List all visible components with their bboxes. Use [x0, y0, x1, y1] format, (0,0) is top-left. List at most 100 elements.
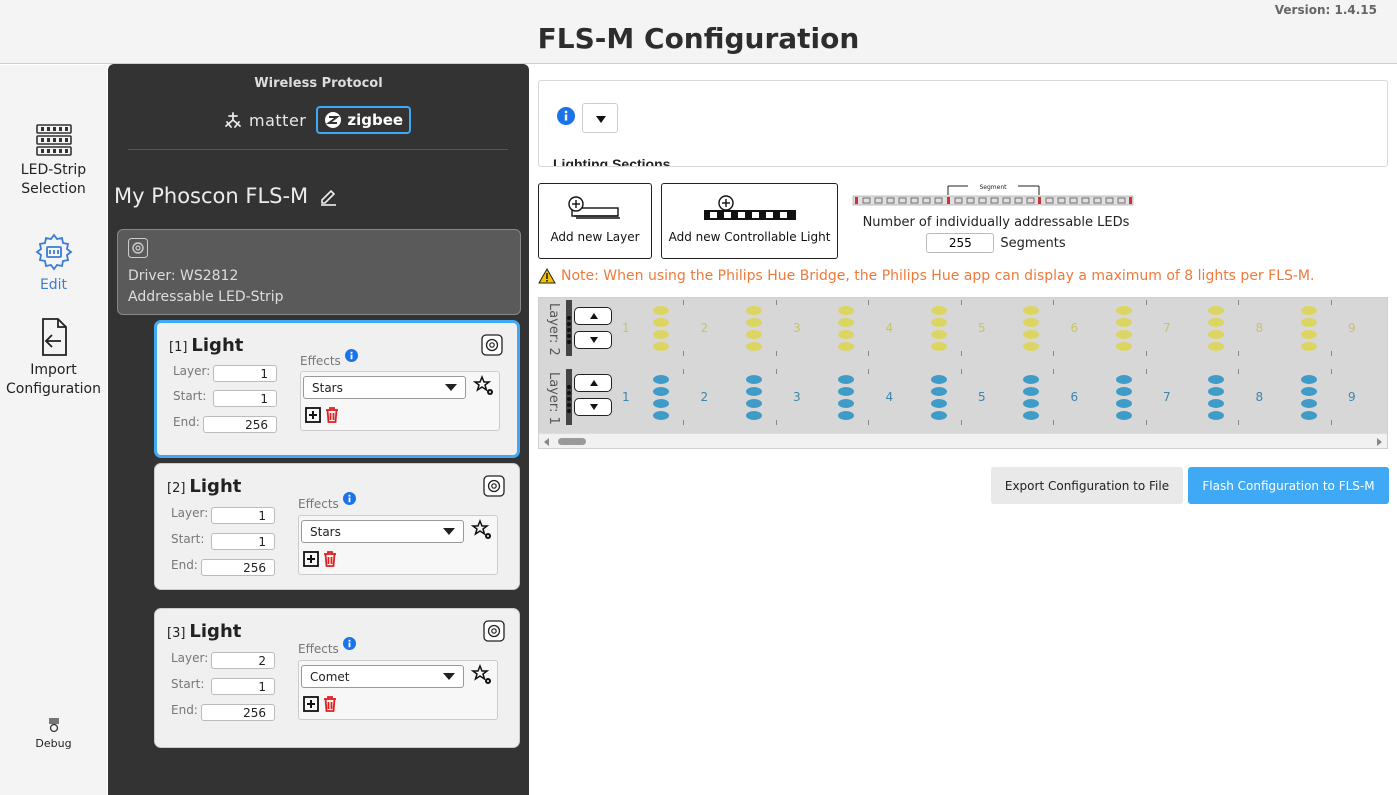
- driver-line: Driver: WS2812: [128, 268, 239, 284]
- end-input[interactable]: [201, 704, 275, 721]
- light-card[interactable]: [2]Light Layer: Start: End: Effects Star…: [154, 463, 520, 590]
- layer-label: Layer: 1: [546, 371, 561, 425]
- add-layer-button[interactable]: Add new Layer: [538, 183, 652, 259]
- delete-trash-icon[interactable]: [323, 696, 337, 712]
- nav-item-led-strip-selection[interactable]: LED-Strip Selection: [0, 123, 107, 199]
- segment-number: 4: [885, 321, 894, 335]
- horizontal-scrollbar[interactable]: [539, 433, 1387, 448]
- effect-settings-star-icon[interactable]: [473, 375, 495, 397]
- rename-pencil-icon[interactable]: [318, 186, 338, 206]
- effects-text: Effects: [298, 642, 339, 656]
- light-card[interactable]: [3]Light Layer: Start: End: Effects Come…: [154, 608, 520, 748]
- segment-tick: [868, 351, 869, 356]
- nav-item-edit[interactable]: Edit: [0, 232, 107, 295]
- sections-dropdown-button[interactable]: [582, 103, 618, 133]
- segment-number: 2: [700, 321, 709, 335]
- segment-tick: [1053, 351, 1054, 356]
- segments-input[interactable]: [926, 233, 995, 253]
- layer-label: Layer: 2: [546, 302, 561, 356]
- nav-item-debug[interactable]: Debug: [0, 717, 107, 753]
- info-icon[interactable]: [342, 492, 356, 505]
- segment-number: 8: [1255, 321, 1264, 335]
- effect-select[interactable]: Stars: [301, 520, 464, 543]
- start-label: Start:: [173, 389, 207, 403]
- protocol-selector: matter zigbee: [223, 104, 412, 136]
- driver-settings-gear-icon[interactable]: [128, 238, 148, 258]
- light-card[interactable]: [1]Light Layer: Start: End: Effects Star…: [154, 320, 520, 458]
- page-title: FLS-M Configuration: [537, 22, 860, 55]
- start-input[interactable]: [211, 678, 275, 695]
- info-icon[interactable]: [342, 637, 356, 650]
- effects-label: Effects: [298, 492, 356, 511]
- layer-input[interactable]: [211, 652, 275, 669]
- end-label: End:: [171, 703, 198, 717]
- config-panel: Wireless Protocol matter zigbee My Phosc…: [108, 64, 529, 795]
- move-layer-down-button[interactable]: [574, 398, 612, 416]
- light-settings-gear-icon[interactable]: [481, 334, 503, 356]
- segment-number: 6: [1070, 321, 1079, 335]
- edit-gear-icon: [35, 233, 72, 271]
- add-layer-icon: [568, 196, 620, 219]
- segment-tick: [775, 351, 777, 356]
- add-effect-icon[interactable]: [303, 551, 319, 567]
- start-input[interactable]: [211, 533, 275, 550]
- delete-trash-icon[interactable]: [323, 551, 337, 567]
- move-layer-up-button[interactable]: [574, 307, 612, 325]
- end-input[interactable]: [203, 416, 277, 433]
- effect-select[interactable]: Stars: [303, 376, 466, 399]
- info-icon[interactable]: [344, 349, 358, 362]
- flash-configuration-button[interactable]: Flash Configuration to FLS-M: [1188, 467, 1389, 504]
- start-input[interactable]: [213, 390, 277, 407]
- segment-tick: [1238, 300, 1239, 305]
- scroll-right-arrow-icon[interactable]: [1377, 438, 1382, 446]
- chevron-down-icon: [596, 116, 606, 123]
- segment-caption: Segment: [980, 184, 1008, 191]
- move-layer-up-button[interactable]: [574, 374, 612, 392]
- info-icon[interactable]: [557, 107, 575, 125]
- segment-tick: [1330, 369, 1332, 374]
- lighting-sections-title: Lighting Sections: [553, 156, 671, 167]
- light-title: Light: [191, 335, 244, 356]
- light-settings-gear-icon[interactable]: [483, 475, 505, 497]
- light-settings-gear-icon[interactable]: [483, 620, 505, 642]
- protocol-zigbee-option[interactable]: zigbee: [316, 106, 412, 134]
- effect-settings-star-icon[interactable]: [471, 664, 493, 686]
- segment-number: 7: [1163, 390, 1171, 404]
- protocol-zigbee-label: zigbee: [347, 111, 404, 129]
- add-controllable-light-button[interactable]: Add new Controllable Light: [661, 183, 838, 259]
- add-effect-icon[interactable]: [303, 696, 319, 712]
- segment-number: 9: [1348, 321, 1356, 335]
- delete-trash-icon[interactable]: [325, 407, 339, 423]
- lane-strip: [566, 369, 572, 425]
- segment-tick: [1053, 300, 1054, 305]
- effects-text: Effects: [298, 497, 339, 511]
- scroll-thumb[interactable]: [558, 438, 586, 445]
- segment-tick: [1330, 420, 1332, 425]
- lane-strip: [566, 300, 572, 356]
- add-light-label: Add new Controllable Light: [668, 230, 831, 244]
- lighting-sections-box: Lighting Sections: [538, 80, 1388, 167]
- nav-label: Import: [30, 362, 77, 378]
- move-layer-down-button[interactable]: [574, 331, 612, 349]
- scroll-left-arrow-icon[interactable]: [544, 438, 549, 446]
- driver-box[interactable]: Driver: WS2812 Addressable LED-Strip: [117, 229, 521, 315]
- add-effect-icon[interactable]: [305, 407, 321, 423]
- led-strip-icon: [35, 124, 72, 156]
- effects-box: Comet: [298, 660, 498, 720]
- effect-select[interactable]: Comet: [301, 665, 464, 688]
- app-header: Version: 1.4.15 FLS-M Configuration: [0, 0, 1397, 64]
- segment-tick: [1053, 420, 1054, 425]
- segment-tick: [775, 300, 777, 305]
- layer-input[interactable]: [211, 507, 275, 524]
- nav-item-import-configuration[interactable]: Import Configuration: [0, 317, 107, 399]
- arrow-up-icon: [590, 380, 598, 386]
- export-configuration-button[interactable]: Export Configuration to File: [991, 467, 1183, 504]
- end-input[interactable]: [201, 559, 275, 576]
- protocol-matter-option[interactable]: matter: [223, 111, 306, 130]
- layer-input[interactable]: [213, 365, 277, 382]
- effect-settings-star-icon[interactable]: [471, 519, 493, 541]
- leds-caption: Number of individually addressable LEDs: [862, 215, 1130, 230]
